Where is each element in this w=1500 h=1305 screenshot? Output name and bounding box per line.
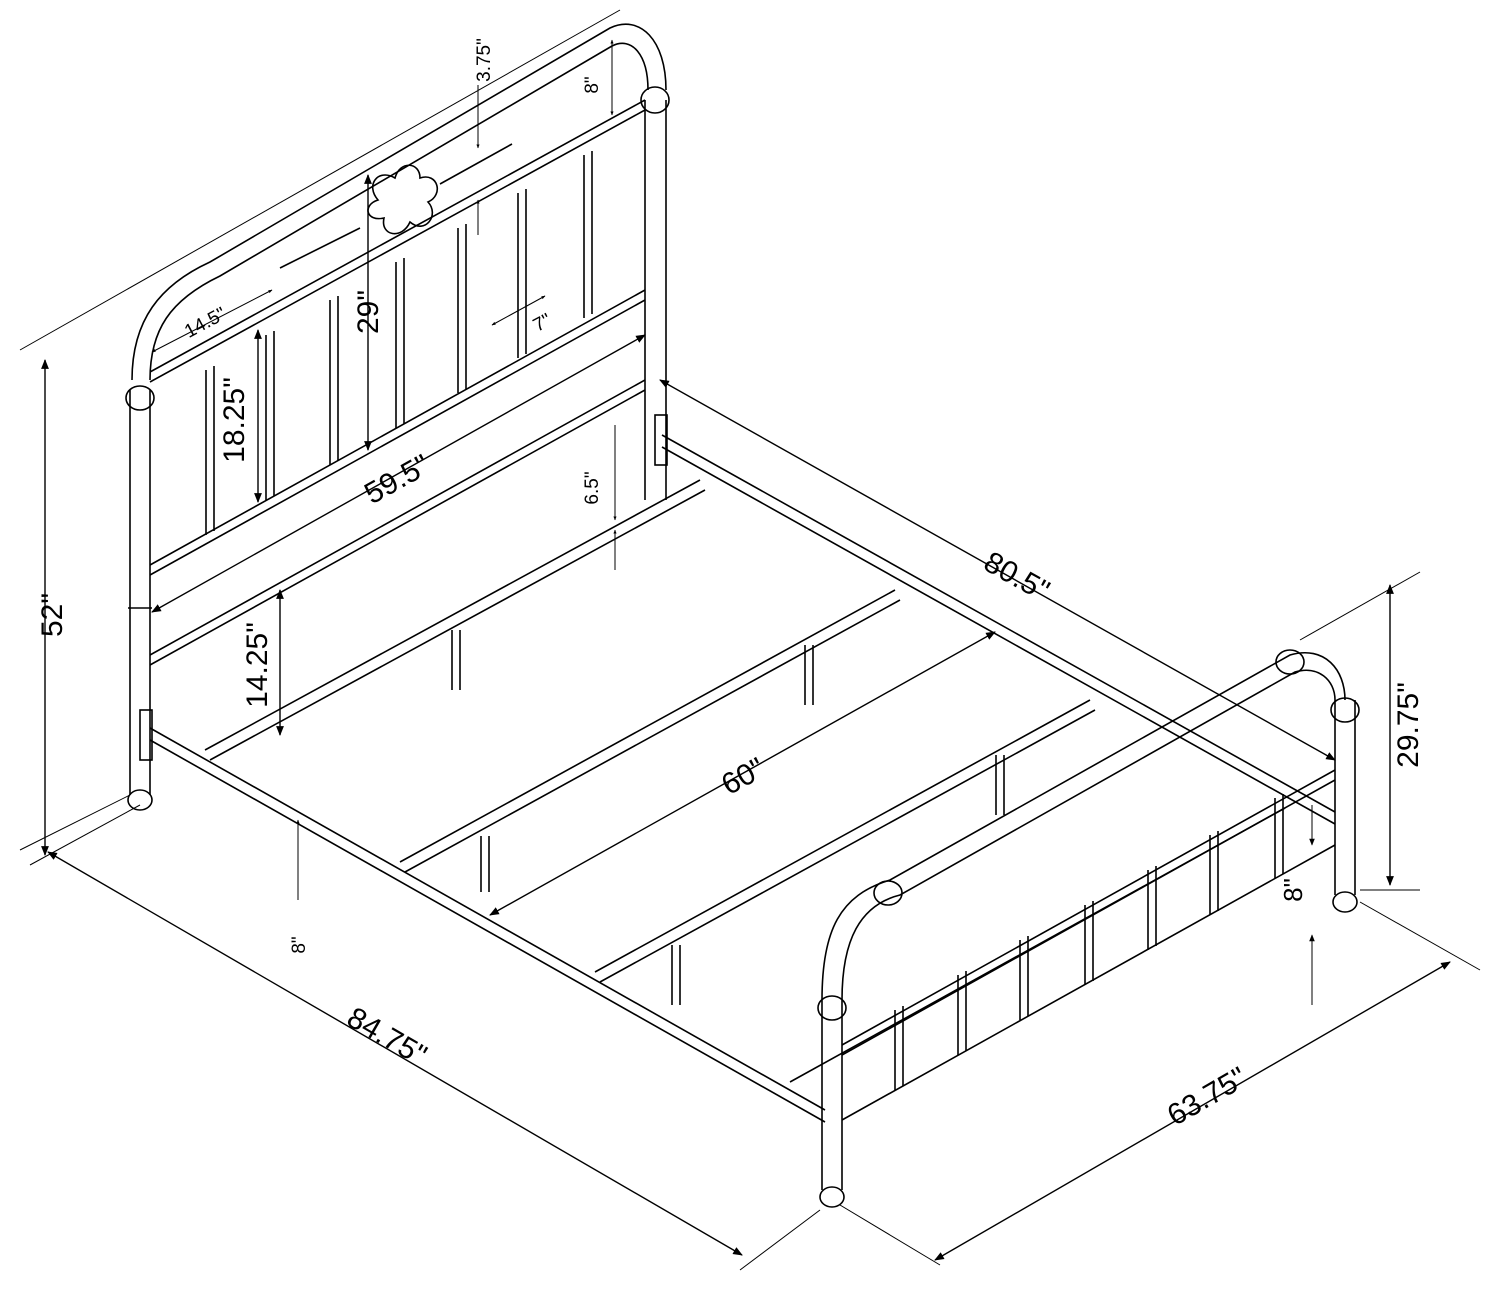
dim-side-panel-height: 18.25" — [218, 377, 251, 463]
dim-inner-width: 60" — [716, 752, 771, 802]
dim-upper-rail-width: 14.5" — [181, 304, 229, 343]
dim-side-rail-length: 80.5" — [978, 546, 1054, 608]
headboard — [125, 23, 670, 811]
dimension-labels: 52" 3.75" 8" 29" 14.5" 7" 18.25" 59.5" 6… — [36, 38, 1425, 1132]
dim-headboard-width: 59.5" — [359, 449, 435, 511]
dim-rail-drop: 6.5" — [582, 471, 603, 504]
dim-footboard-leg-height: 8" — [1278, 878, 1308, 902]
dim-center-medallion-height: 29" — [352, 290, 385, 334]
dimension-lines — [19, 9, 1481, 1271]
dim-overall-width: 63.75" — [1162, 1061, 1253, 1132]
dim-under-bed-clearance: 14.25" — [241, 622, 274, 708]
dim-footboard-height: 29.75" — [1392, 682, 1425, 768]
dim-spindle-spacing: 7" — [530, 310, 555, 337]
footboard — [817, 649, 1360, 1208]
dim-post-top-section: 8" — [582, 76, 603, 93]
dim-finial-top-gap: 3.75" — [474, 38, 495, 82]
dim-overall-length: 84.75" — [341, 1001, 432, 1072]
dim-front-leg-height: 8" — [289, 936, 310, 953]
dim-headboard-height: 52" — [36, 593, 69, 637]
